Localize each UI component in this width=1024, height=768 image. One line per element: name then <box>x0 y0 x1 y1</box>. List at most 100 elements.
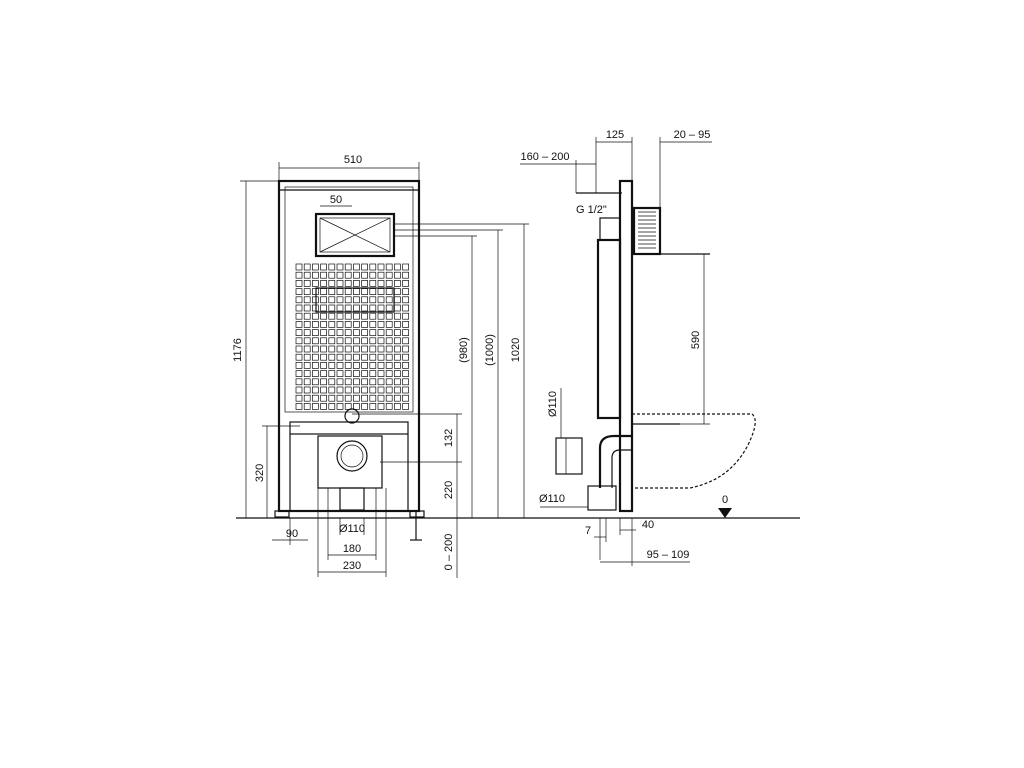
tank-grid-cell <box>377 394 385 402</box>
tank-grid-cell <box>402 394 409 402</box>
tank-grid-cell <box>295 362 303 369</box>
tank-grid-cell <box>353 362 360 369</box>
floor-level-marker <box>718 508 732 518</box>
tank-grid-cell <box>385 370 393 377</box>
tank-grid-cell <box>385 394 393 402</box>
tank-grid-cell <box>328 312 336 320</box>
tank-grid-cell <box>385 321 393 328</box>
tank-grid-cell <box>377 337 385 345</box>
tank-grid-cell <box>328 403 336 410</box>
tank-grid-cell <box>369 345 377 353</box>
front-dimensions: 510 50 1176 320 90 Ø110 180 230 132 <box>232 154 529 578</box>
tank-grid-cell <box>402 304 409 312</box>
tank-grid-cell <box>320 296 327 304</box>
tank-grid-cell <box>295 263 303 271</box>
dim-d110-front-label: Ø110 <box>339 523 365 535</box>
flush-plate-ribs <box>638 211 656 249</box>
tank-grid-cell <box>295 280 303 287</box>
tank-grid-cell <box>394 370 401 377</box>
tank-grid-cell <box>369 312 377 320</box>
tank-grid-cell <box>394 288 401 295</box>
tank-grid-cell <box>312 345 319 353</box>
tank-grid-cell <box>361 312 368 320</box>
tank-grid-cell <box>312 280 319 287</box>
tank-grid-cell <box>394 263 401 271</box>
tank-grid-cell <box>353 337 360 345</box>
tank-grid-cell <box>295 321 303 328</box>
tank-grid-cell <box>312 329 319 336</box>
tank-grid-cell <box>394 386 401 394</box>
tank-grid-cell <box>394 337 401 345</box>
tank-grid-cell <box>353 280 360 287</box>
dim-510-label: 510 <box>344 154 362 166</box>
toilet-bowl-outline <box>632 413 756 489</box>
inlet-circle <box>344 408 360 424</box>
tank-grid-cell <box>312 312 319 320</box>
tank-grid-cell <box>320 304 327 312</box>
tank-grid-cell <box>312 353 319 361</box>
tank-grid-cell <box>402 296 409 304</box>
tank-grid-cell <box>328 271 336 279</box>
tank-grid-cell <box>328 304 336 312</box>
front-frame <box>277 179 421 513</box>
tank-grid-cell <box>320 378 327 386</box>
tank-grid-cell <box>303 362 311 369</box>
tank-grid-cell <box>312 321 319 328</box>
tank-grid-cell <box>303 345 311 353</box>
tank-grid-cell <box>312 271 319 279</box>
tank-grid-cell <box>295 329 303 336</box>
side-view <box>555 179 756 518</box>
tank-grid-cell <box>320 337 327 345</box>
dim-1000-label: (1000) <box>484 334 496 366</box>
tank-grid-cell <box>369 362 377 369</box>
tank-grid-cell <box>361 353 368 361</box>
tank-grid-cell <box>402 263 409 271</box>
tank-grid-cell <box>402 403 409 410</box>
tank-grid-cell <box>402 321 409 328</box>
tank-grid-cell <box>295 386 303 394</box>
tank-grid-cell <box>377 304 385 312</box>
tank-grid-cell <box>336 296 344 304</box>
tank-grid-cell <box>328 378 336 386</box>
tank-grid-cell <box>402 280 409 287</box>
tank-grid-cell <box>385 280 393 287</box>
dim-95-109-label: 95 – 109 <box>647 549 690 561</box>
tank-grid-cell <box>377 386 385 394</box>
tank-grid-cell <box>394 296 401 304</box>
tank-grid-cell <box>353 288 360 295</box>
tank-grid-cell <box>295 288 303 295</box>
side-inlet-cylinder <box>555 437 583 475</box>
tank-grid-cell <box>344 329 352 336</box>
side-frame-column <box>618 179 634 513</box>
tank-grid-cell <box>295 403 303 410</box>
tank-grid-cell <box>385 403 393 410</box>
tank-grid-cell <box>344 296 352 304</box>
tank-grid-cell <box>312 288 319 295</box>
tank-grid-cell <box>353 263 360 271</box>
tank-grid-cell <box>394 403 401 410</box>
tank-grid-cell <box>303 304 311 312</box>
tank-grid-cell <box>385 304 393 312</box>
tank-grid-cell <box>303 403 311 410</box>
tank-grid-cell <box>353 403 360 410</box>
dim-50-label: 50 <box>330 194 342 206</box>
tank-grid-cell <box>336 386 344 394</box>
tank-grid-cell <box>344 370 352 377</box>
tank-grid-cell <box>394 378 401 386</box>
tank-grid-cell <box>385 271 393 279</box>
tank-grid-cell <box>361 296 368 304</box>
tank-grid-cell <box>312 378 319 386</box>
front-inner-frame <box>284 186 414 413</box>
tank-grid-cell <box>344 353 352 361</box>
tank-grid-cell <box>361 386 368 394</box>
side-dimensions: 125 20 – 95 160 – 200 G 1/2" 590 Ø110 Ø1… <box>520 129 728 566</box>
tank-grid-cell <box>336 403 344 410</box>
tank-grid-cell <box>303 288 311 295</box>
tank-grid-cell <box>344 386 352 394</box>
tank-grid-cell <box>303 370 311 377</box>
drain-bracket <box>317 435 383 489</box>
drain-pipe-inner <box>340 444 364 468</box>
dim-90-label: 90 <box>286 528 298 540</box>
dim-132-label: 132 <box>443 429 455 447</box>
